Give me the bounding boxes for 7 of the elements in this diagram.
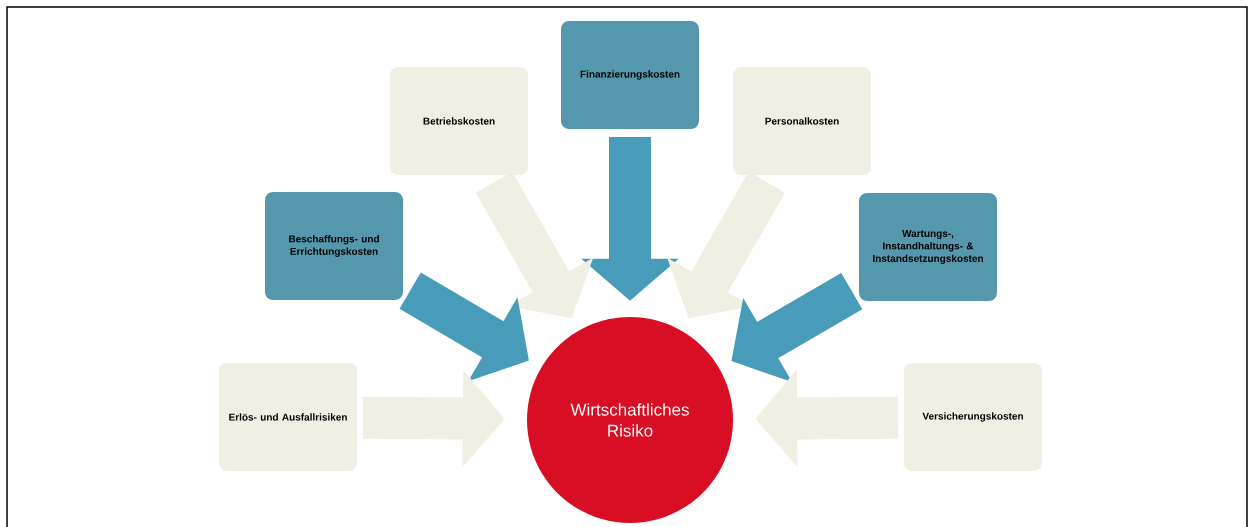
- cost-box: Personalkosten: [731, 65, 873, 177]
- cost-box: Erlös- und Ausfallrisiken: [217, 361, 359, 473]
- cost-box: Versicherungskosten: [902, 361, 1044, 473]
- cost-box: Finanzierungskosten: [559, 19, 701, 131]
- cost-box: Wartungs-, Instandhaltungs- & Instandsetzungskosten: [857, 191, 999, 303]
- cost-box: Beschaffungs- und Errichtungskosten: [263, 190, 405, 302]
- cost-box: Betriebskosten: [388, 65, 530, 177]
